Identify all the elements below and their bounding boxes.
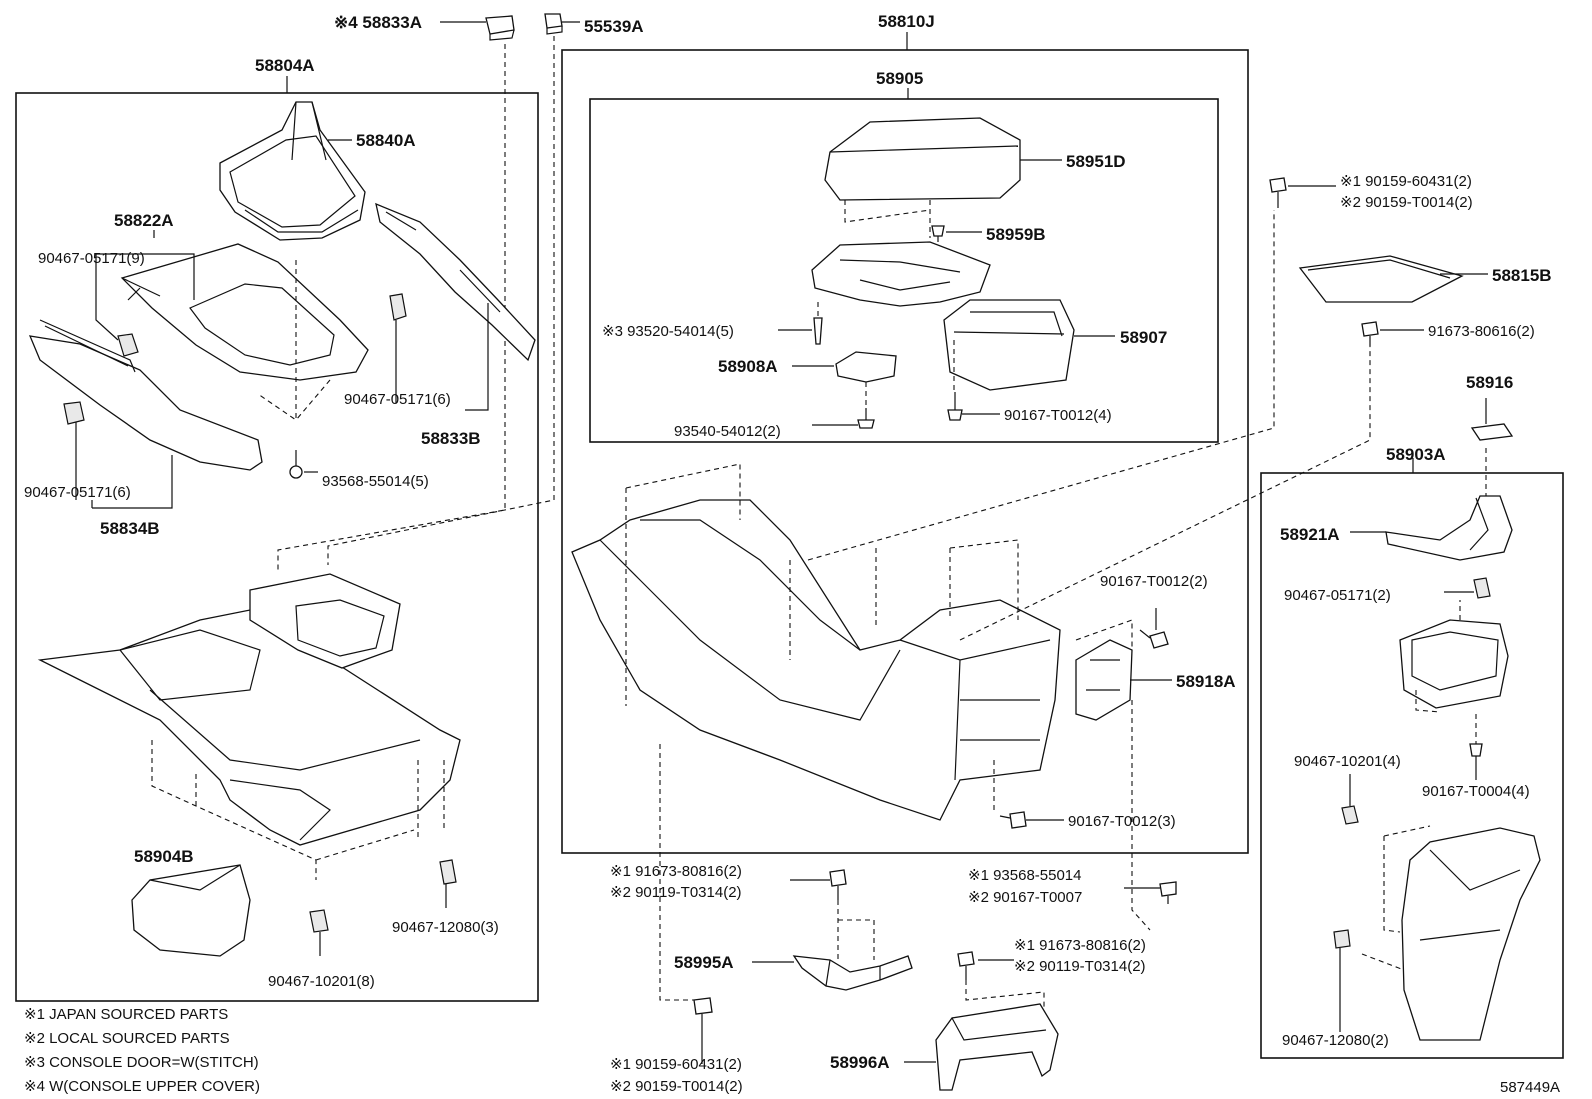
part-58908A-hinge xyxy=(835,351,897,383)
group-box-58905 xyxy=(589,98,1219,443)
label-90159-T0014-2-top: ※2 90159-T0014(2) xyxy=(1340,194,1473,211)
label-90159-60431-2-top: ※1 90159-60431(2) xyxy=(1340,173,1472,190)
label-90119-T0314-2a: ※2 90119-T0314(2) xyxy=(610,884,742,901)
note-1: ※1 JAPAN SOURCED PARTS xyxy=(24,1006,228,1023)
label-90467-12080-3: 90467-12080(3) xyxy=(392,919,499,936)
note-4: ※4 W(CONSOLE UPPER COVER) xyxy=(24,1078,260,1095)
part-58918A-bracket xyxy=(1075,639,1133,721)
label-58908A: 58908A xyxy=(718,357,778,376)
label-55539A: 55539A xyxy=(584,17,644,36)
label-58833B: 58833B xyxy=(421,429,481,448)
label-58995A: 58995A xyxy=(674,953,734,972)
label-58905: 58905 xyxy=(876,69,923,88)
label-90467-05171-6b: 90467-05171(6) xyxy=(24,484,131,501)
label-58921A: 58921A xyxy=(1280,525,1340,544)
label-58996A: 58996A xyxy=(830,1053,890,1072)
note-3: ※3 CONSOLE DOOR=W(STITCH) xyxy=(24,1054,259,1071)
part-58905-inner-frame xyxy=(811,241,991,307)
label-58840A: 58840A xyxy=(356,131,416,150)
label-90119-T0314-2b: ※2 90119-T0314(2) xyxy=(1014,958,1146,975)
part-58810J-console-body xyxy=(571,499,1061,821)
part-58840A-shift-boot xyxy=(219,101,366,241)
clip-icon xyxy=(1341,805,1359,825)
label-90167-T0012-3: 90167-T0012(3) xyxy=(1068,813,1176,830)
part-55539A-clip xyxy=(544,13,563,35)
label-58951D: 58951D xyxy=(1066,152,1126,171)
label-58903A: 58903A xyxy=(1386,445,1446,464)
group-box-58810J xyxy=(561,49,1249,854)
label-90467-05171-6a: 90467-05171(6) xyxy=(344,391,451,408)
part-58921A-trim xyxy=(1385,495,1513,561)
label-91673-80816-2b: ※1 91673-80816(2) xyxy=(1014,937,1146,954)
label-90159-60431-2-bot: ※1 90159-60431(2) xyxy=(610,1056,742,1073)
screw-icon xyxy=(857,408,875,429)
label-90467-10201-8: 90467-10201(8) xyxy=(268,973,375,990)
group-box-58903A xyxy=(1260,472,1564,1059)
label-58959B: 58959B xyxy=(986,225,1046,244)
part-58995A-bracket xyxy=(792,955,913,991)
label-90167-T0007: ※2 90167-T0007 xyxy=(968,889,1082,906)
label-90167-T0004-4: 90167-T0004(4) xyxy=(1422,783,1530,800)
label-58815B: 58815B xyxy=(1492,266,1552,285)
part-58916-pad xyxy=(1470,423,1514,441)
part-58833B-side-trim xyxy=(375,202,536,362)
screw-icon xyxy=(829,869,847,900)
screw-icon xyxy=(813,317,823,345)
note-2: ※2 LOCAL SOURCED PARTS xyxy=(24,1030,230,1047)
group-box-58804A xyxy=(15,92,539,1002)
part-58834B-side-trim xyxy=(28,319,263,471)
part-58833A-cap xyxy=(485,15,515,41)
label-90467-10201-4: 90467-10201(4) xyxy=(1294,753,1401,770)
label-93540-54012-2: 93540-54012(2) xyxy=(674,423,781,440)
label-58833A: ※4 58833A xyxy=(334,13,422,32)
part-lower-console xyxy=(37,573,461,846)
label-58822A: 58822A xyxy=(114,211,174,230)
clip-icon xyxy=(1473,577,1491,599)
screw-icon xyxy=(1139,629,1169,649)
screw-icon xyxy=(931,225,945,242)
label-58918A: 58918A xyxy=(1176,672,1236,691)
part-58904B-tray xyxy=(131,864,251,957)
label-90467-05171-9: 90467-05171(9) xyxy=(38,250,145,267)
clip-icon xyxy=(309,859,457,933)
part-58903A-box xyxy=(1399,619,1509,709)
label-58904B: 58904B xyxy=(134,847,194,866)
label-90167-T0012-2: 90167-T0012(2) xyxy=(1100,573,1208,590)
label-91673-80816-2a: ※1 91673-80816(2) xyxy=(610,863,742,880)
screw-icon xyxy=(947,392,963,421)
diagram-id: 587449A xyxy=(1500,1079,1560,1096)
label-58810J: 58810J xyxy=(878,12,935,31)
part-lower-rear-panel xyxy=(1401,827,1541,1041)
screw-icon xyxy=(1469,743,1483,770)
label-90159-T0014-2-bot: ※2 90159-T0014(2) xyxy=(610,1078,743,1095)
label-93568-55014: ※1 93568-55014 xyxy=(968,867,1082,884)
label-90467-05171-2: 90467-05171(2) xyxy=(1284,587,1391,604)
part-58907-cup-holder xyxy=(943,299,1075,391)
label-93520-54014-5: ※3 93520-54014(5) xyxy=(602,323,734,340)
label-90467-12080-2: 90467-12080(2) xyxy=(1282,1032,1389,1049)
screw-icon xyxy=(1361,321,1379,346)
part-58996A-bracket xyxy=(935,1003,1059,1091)
label-58834B: 58834B xyxy=(100,519,160,538)
label-90167-T0012-4: 90167-T0012(4) xyxy=(1004,407,1112,424)
part-58822A-shift-panel xyxy=(120,243,369,381)
label-58907: 58907 xyxy=(1120,328,1167,347)
screw-icon xyxy=(999,811,1027,829)
part-58951D-armrest-lid xyxy=(824,117,1021,201)
screw-icon xyxy=(1159,881,1177,904)
label-93568-55014-5: 93568-55014(5) xyxy=(322,473,429,490)
screw-icon xyxy=(1269,177,1287,208)
label-58804A: 58804A xyxy=(255,56,315,75)
label-58916: 58916 xyxy=(1466,373,1513,392)
part-58815B-mat xyxy=(1298,255,1464,303)
screw-icon xyxy=(693,997,713,1064)
screw-icon xyxy=(957,951,975,980)
label-91673-80616-2: 91673-80616(2) xyxy=(1428,323,1535,340)
clip-icon xyxy=(63,293,407,479)
clip-icon xyxy=(1333,929,1351,949)
